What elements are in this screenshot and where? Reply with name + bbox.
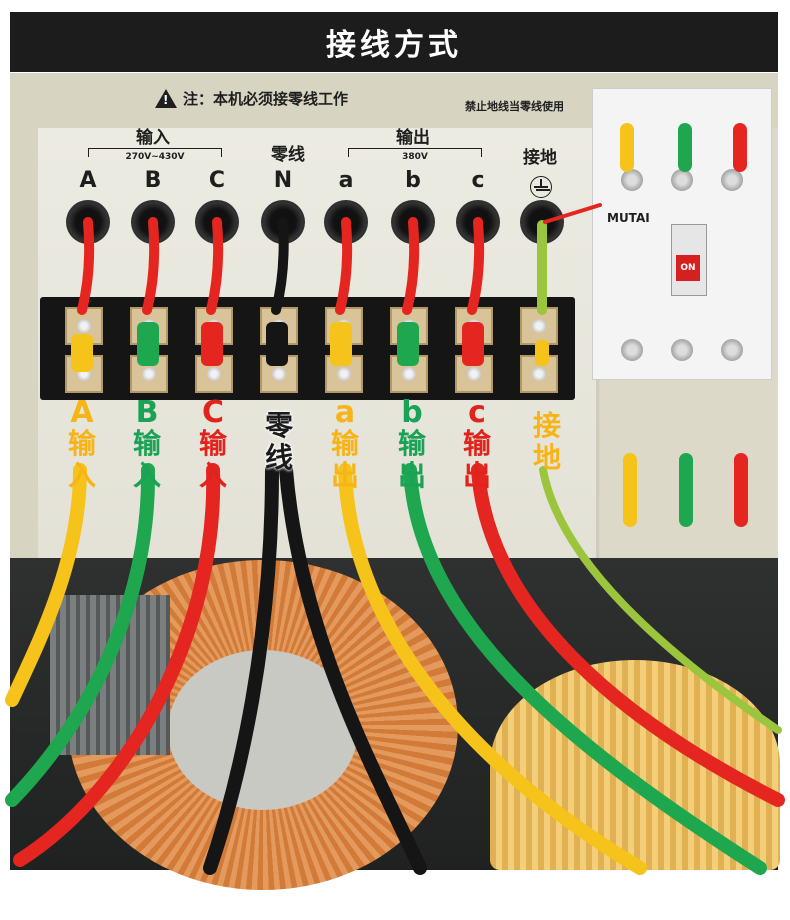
terminal-lug: [455, 355, 493, 393]
sleeve-c: [462, 322, 484, 366]
breaker-screw: [671, 169, 693, 191]
tag-c-output: c 输 出: [462, 395, 491, 492]
wire-c-upper: [467, 217, 485, 315]
terminal-label-c: c: [471, 168, 485, 193]
wire-C-lower: [13, 463, 221, 867]
sleeve-a: [330, 322, 352, 366]
breaker-screw: [721, 339, 743, 361]
input-group-label: 输入: [136, 128, 170, 148]
wire-b-lower: [403, 463, 767, 875]
title-bar: 接线方式: [10, 12, 778, 72]
sleeve-b: [397, 322, 419, 366]
tag-A-input: A 输 入: [67, 395, 96, 492]
wire-a-upper: [335, 217, 353, 315]
terminal-label-B: B: [144, 168, 162, 193]
tag-a-output: a 输 出: [330, 395, 359, 492]
wire-B-lower: [5, 463, 156, 807]
sleeve-N: [266, 322, 288, 366]
warning-note: ! 注：本机必须接零线工作: [155, 88, 348, 109]
wire-b-upper: [402, 217, 420, 315]
tag-b-output: b 输 出: [397, 395, 426, 492]
neutral-group-label: 零线: [271, 145, 305, 165]
tag-C-input: C 输 入: [198, 395, 227, 492]
ground-group-label: 接地: [523, 148, 557, 168]
sleeve-A: [71, 334, 93, 372]
wire-ground-breaker: [543, 203, 602, 224]
breaker-screw: [671, 339, 693, 361]
terminal-label-b: b: [405, 168, 421, 193]
output-group-label: 输出: [396, 128, 430, 148]
wire-C-upper: [206, 217, 224, 315]
ground-rule-note: 禁止地线当零线使用: [465, 100, 564, 113]
tag-ground: 接 地: [532, 409, 561, 474]
breaker-screw: [721, 169, 743, 191]
wire-c-lower: [471, 463, 785, 807]
wire-A-lower: [5, 463, 87, 707]
wire-a-lower: [338, 463, 647, 875]
output-bracket: [348, 148, 482, 157]
wire-N-lower-1: [203, 463, 279, 875]
wire-B-upper: [142, 217, 160, 315]
sleeve-B: [137, 322, 159, 366]
breaker-on-label: ON: [676, 255, 700, 281]
tag-B-input: B 输 入: [132, 395, 161, 492]
terminal-label-a: a: [338, 168, 354, 193]
tag-neutral: 零 线: [264, 409, 293, 474]
input-bracket: [88, 148, 222, 157]
wire-A-upper: [77, 217, 95, 315]
terminal-label-C: C: [208, 168, 226, 193]
input-voltage-range: 270V~430V: [125, 152, 185, 162]
output-voltage-range: 380V: [402, 152, 428, 162]
terminal-label-N: N: [273, 168, 293, 193]
breaker-screw: [621, 169, 643, 191]
wire-N-lower-2: [279, 463, 427, 875]
warning-icon: !: [155, 89, 177, 108]
breaker-screw: [621, 339, 643, 361]
breaker-brand: MUTAI: [607, 211, 650, 225]
warning-text: 注：本机必须接零线工作: [183, 90, 349, 108]
breaker-switch[interactable]: ON: [671, 224, 707, 296]
ground-icon: [530, 176, 552, 198]
sleeve-C: [201, 322, 223, 366]
wire-N-upper: [271, 217, 289, 315]
terminal-lug: [325, 355, 363, 393]
sleeve-ground: [535, 340, 549, 366]
page-title: 接线方式: [326, 28, 462, 63]
terminal-label-A: A: [79, 168, 97, 193]
wire-ground-lower: [539, 466, 782, 734]
